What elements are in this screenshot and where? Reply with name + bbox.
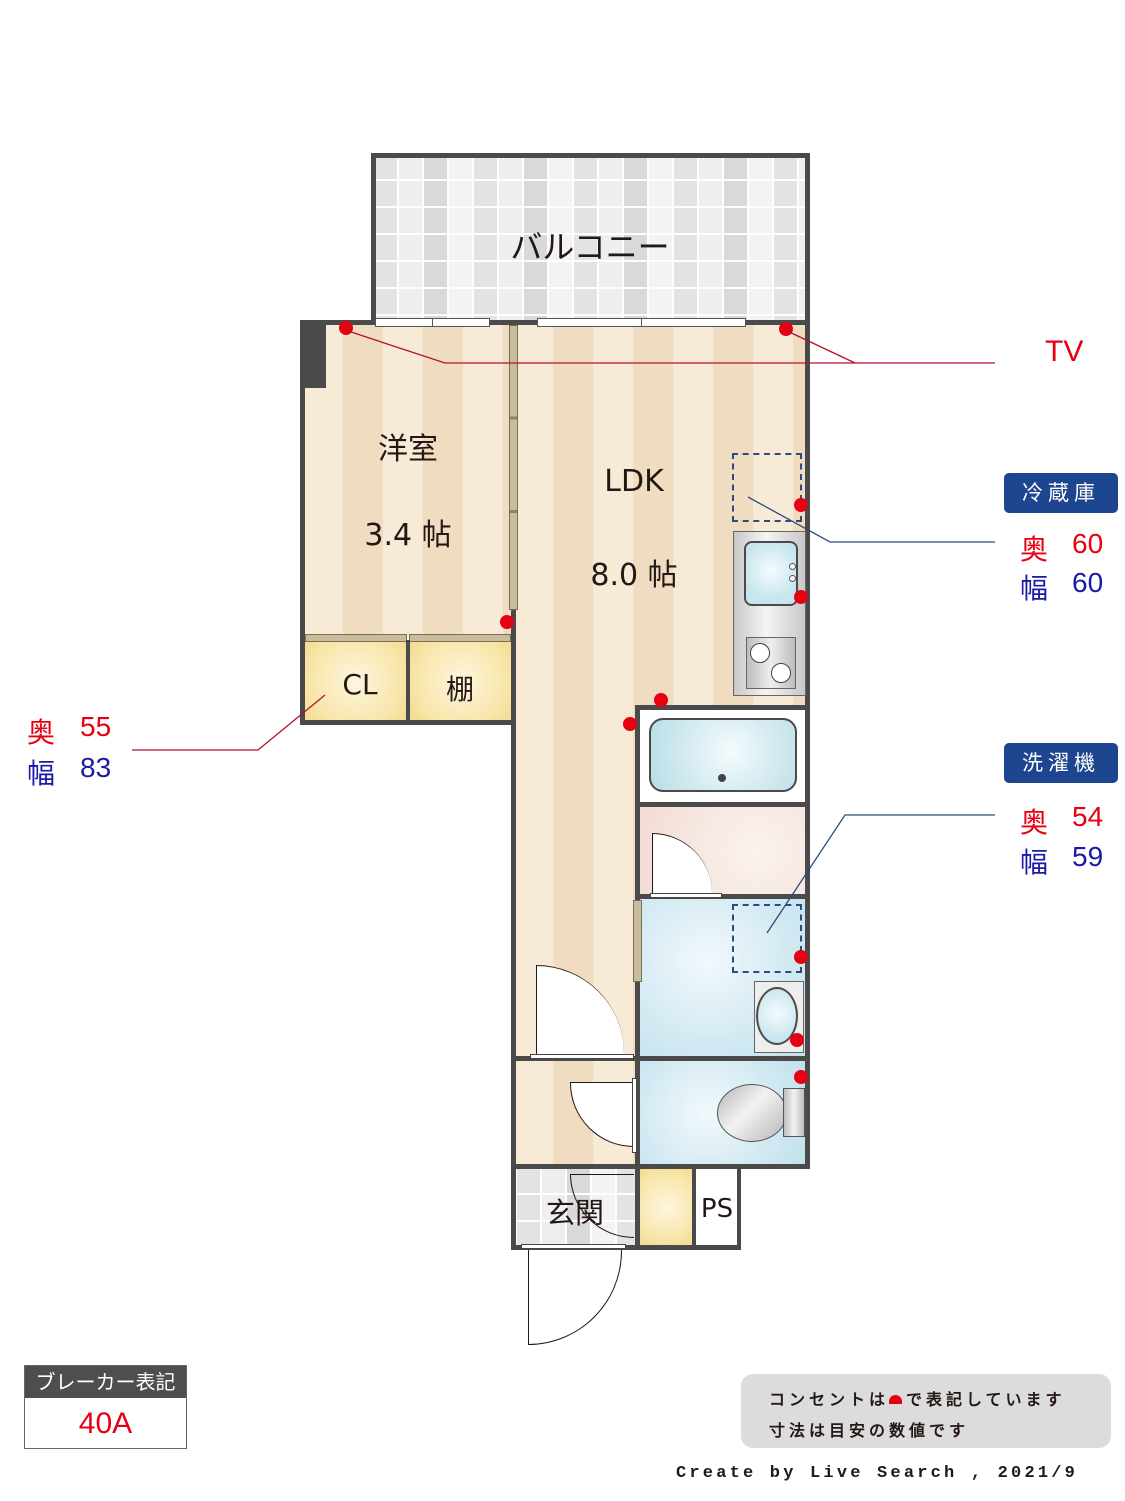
refrigerator-space — [732, 453, 802, 522]
washing-machine-depth-label: 奥 — [1020, 807, 1049, 838]
notes-line-2: 寸法は目安の数値です — [769, 1421, 970, 1440]
wall-shoe-divider — [692, 1166, 696, 1248]
breaker-value: 40A — [78, 1407, 133, 1440]
western-room-size: 3.4 帖 — [364, 518, 452, 553]
notes-box: コンセントはで表記しています 寸法は目安の数値です — [741, 1374, 1111, 1448]
wall-anteroom-bottom — [638, 894, 810, 899]
pipe-space-label: PS — [700, 1194, 734, 1224]
bathtub-drain-icon — [718, 774, 726, 782]
closet-width-value: 83 — [80, 752, 112, 783]
burner-icon-2 — [771, 663, 791, 683]
washing-machine-space — [732, 904, 802, 973]
door-washroom-sill — [650, 893, 722, 898]
balcony-area — [372, 154, 809, 324]
toilet-tank-icon — [783, 1088, 805, 1137]
wall-washroom-bottom — [511, 1056, 810, 1061]
refrigerator-depth-value: 60 — [1072, 528, 1104, 559]
closet-label: CL — [342, 668, 378, 701]
balcony-wall-right — [805, 153, 810, 323]
wall-kitchen-bottom — [635, 705, 810, 710]
outlet-icon — [794, 590, 808, 604]
western-room-floor — [303, 322, 513, 637]
credit-text: Create by Live Search , 2021/9 — [676, 1464, 1079, 1483]
outlet-icon — [790, 1033, 804, 1047]
outlet-icon — [794, 498, 808, 512]
pillar — [300, 320, 326, 388]
wall-ps-right — [737, 1166, 741, 1250]
washing-machine-tag: 洗濯機 — [1004, 743, 1118, 783]
wall-entrance-bottom — [511, 1245, 741, 1250]
shelf-label: 棚 — [445, 673, 474, 706]
faucet-icon-2 — [789, 575, 796, 582]
pipe-space — [696, 1168, 738, 1246]
window-west-room-2[interactable] — [432, 318, 490, 327]
notes-line-1: コンセントはで表記しています — [769, 1386, 1066, 1410]
outlet-icon — [623, 717, 637, 731]
outlet-icon — [794, 1070, 808, 1084]
closet-door[interactable] — [305, 634, 407, 642]
closet-width-label: 幅 — [27, 758, 56, 789]
faucet-icon — [789, 563, 796, 570]
wall-hall-left — [511, 610, 516, 1250]
ldk-label: LDK — [604, 464, 664, 499]
refrigerator-depth-label: 奥 — [1020, 534, 1049, 565]
window-ldk-2[interactable] — [641, 318, 746, 327]
door-ldk-sill — [530, 1054, 634, 1059]
front-door-sill — [521, 1244, 626, 1249]
outlet-icon — [500, 615, 514, 629]
shelf — [410, 640, 513, 722]
closet — [303, 640, 408, 722]
closet-depth-value: 55 — [80, 711, 112, 742]
entrance-label: 玄関 — [545, 1196, 604, 1230]
washing-machine-depth-value: 54 — [1072, 801, 1104, 832]
shelf-door[interactable] — [409, 634, 511, 642]
door-toilet-sill — [632, 1078, 637, 1153]
refrigerator-tag: 冷蔵庫 — [1004, 473, 1118, 513]
notes-line-1-prefix: コンセントは — [769, 1390, 890, 1409]
wall-west-room-left — [300, 320, 305, 725]
toilet-bowl-icon — [717, 1084, 787, 1142]
breaker-box: ブレーカー表記 40A — [24, 1365, 187, 1449]
sink-icon — [744, 541, 798, 606]
refrigerator-width-value: 60 — [1072, 567, 1104, 598]
outlet-icon — [794, 950, 808, 964]
wall-closet-divider — [406, 640, 410, 722]
refrigerator-width-label: 幅 — [1020, 573, 1049, 604]
burner-icon-1 — [750, 643, 770, 663]
wall-top-middle — [490, 320, 538, 325]
tv-label: TV — [1045, 335, 1084, 368]
wall-top-right — [745, 320, 810, 325]
washing-machine-width-label: 幅 — [1020, 847, 1049, 878]
western-room-label: 洋室 — [378, 432, 438, 467]
sliding-door-washroom[interactable] — [633, 900, 642, 982]
wall-toilet-bottom — [511, 1164, 810, 1169]
balcony-wall-top — [371, 153, 810, 158]
wall-right — [805, 320, 810, 1168]
ldk-size: 8.0 帖 — [590, 558, 678, 593]
washing-machine-width-value: 59 — [1072, 841, 1104, 872]
wall-bath-bottom — [638, 802, 810, 807]
balcony-label: バルコニー — [510, 228, 670, 266]
outlet-icon — [654, 693, 668, 707]
wall-west-room-top — [300, 320, 375, 325]
wall-closet-bottom — [300, 720, 516, 725]
notes-line-1-suffix: で表記しています — [906, 1390, 1066, 1409]
outlet-legend-icon — [889, 1395, 903, 1404]
sliding-door-west-room[interactable] — [509, 325, 518, 610]
shoe-cabinet — [640, 1168, 693, 1246]
closet-depth-label: 奥 — [27, 717, 56, 748]
balcony-wall-left — [371, 153, 376, 323]
breaker-header: ブレーカー表記 — [25, 1366, 186, 1398]
